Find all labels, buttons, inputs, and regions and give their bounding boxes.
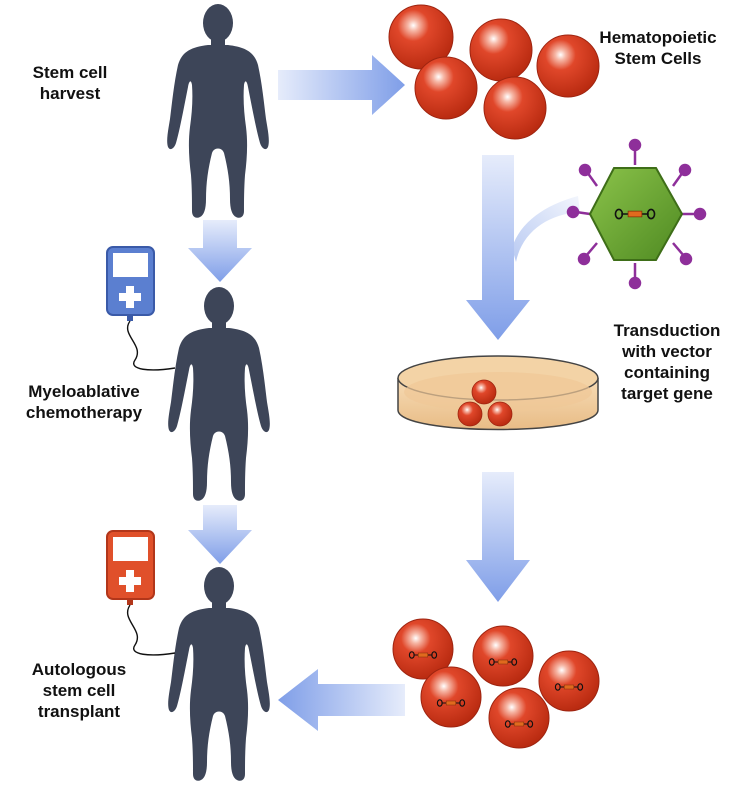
iv-bag-blue-icon bbox=[106, 246, 176, 371]
iv-bag-red-icon bbox=[106, 530, 176, 656]
modified-stem-cell-icon bbox=[488, 687, 550, 749]
label-myeloablative-chemotherapy: Myeloablative chemotherapy bbox=[25, 382, 143, 422]
modified-stem-cell-icon bbox=[392, 618, 454, 680]
label-hematopoietic-stem-cells: Hematopoietic Stem Cells bbox=[599, 28, 717, 68]
person-silhouette-transplant bbox=[168, 567, 270, 781]
stem-cell-icon bbox=[457, 401, 483, 427]
stem-cell-cluster bbox=[388, 4, 600, 140]
arrow-harvest-to-cells bbox=[278, 55, 405, 115]
person-silhouette-chemotherapy bbox=[168, 287, 270, 501]
stem-cell-icon bbox=[414, 56, 478, 120]
vector-merge-curve bbox=[512, 196, 580, 262]
label-autologous-transplant: Autologous stem cell transplant bbox=[31, 660, 127, 721]
modified-stem-cell-icon bbox=[472, 625, 534, 687]
arrow-person1-to-person2 bbox=[188, 220, 252, 282]
modified-stem-cell-icon bbox=[538, 650, 600, 712]
label-stem-cell-harvest: Stem cell harvest bbox=[32, 63, 108, 103]
modified-stem-cell-icon bbox=[420, 666, 482, 728]
stem-cell-icon bbox=[536, 34, 600, 98]
petri-dish-icon bbox=[397, 355, 599, 431]
person-silhouette-harvest bbox=[167, 4, 269, 218]
stem-cell-icon bbox=[469, 18, 533, 82]
stem-cell-icon bbox=[483, 76, 547, 140]
label-transduction: Transduction with vector containing targ… bbox=[613, 321, 721, 403]
arrow-cells-to-dish bbox=[466, 155, 530, 340]
arrow-modified-cells-to-patient bbox=[278, 669, 405, 731]
arrow-dish-to-modified-cells bbox=[466, 472, 530, 602]
stem-cell-icon bbox=[471, 379, 497, 405]
arrow-person2-to-person3 bbox=[188, 505, 252, 564]
viral-vector-icon bbox=[566, 138, 707, 290]
stem-cell-icon bbox=[487, 401, 513, 427]
modified-cell-cluster bbox=[392, 618, 600, 749]
